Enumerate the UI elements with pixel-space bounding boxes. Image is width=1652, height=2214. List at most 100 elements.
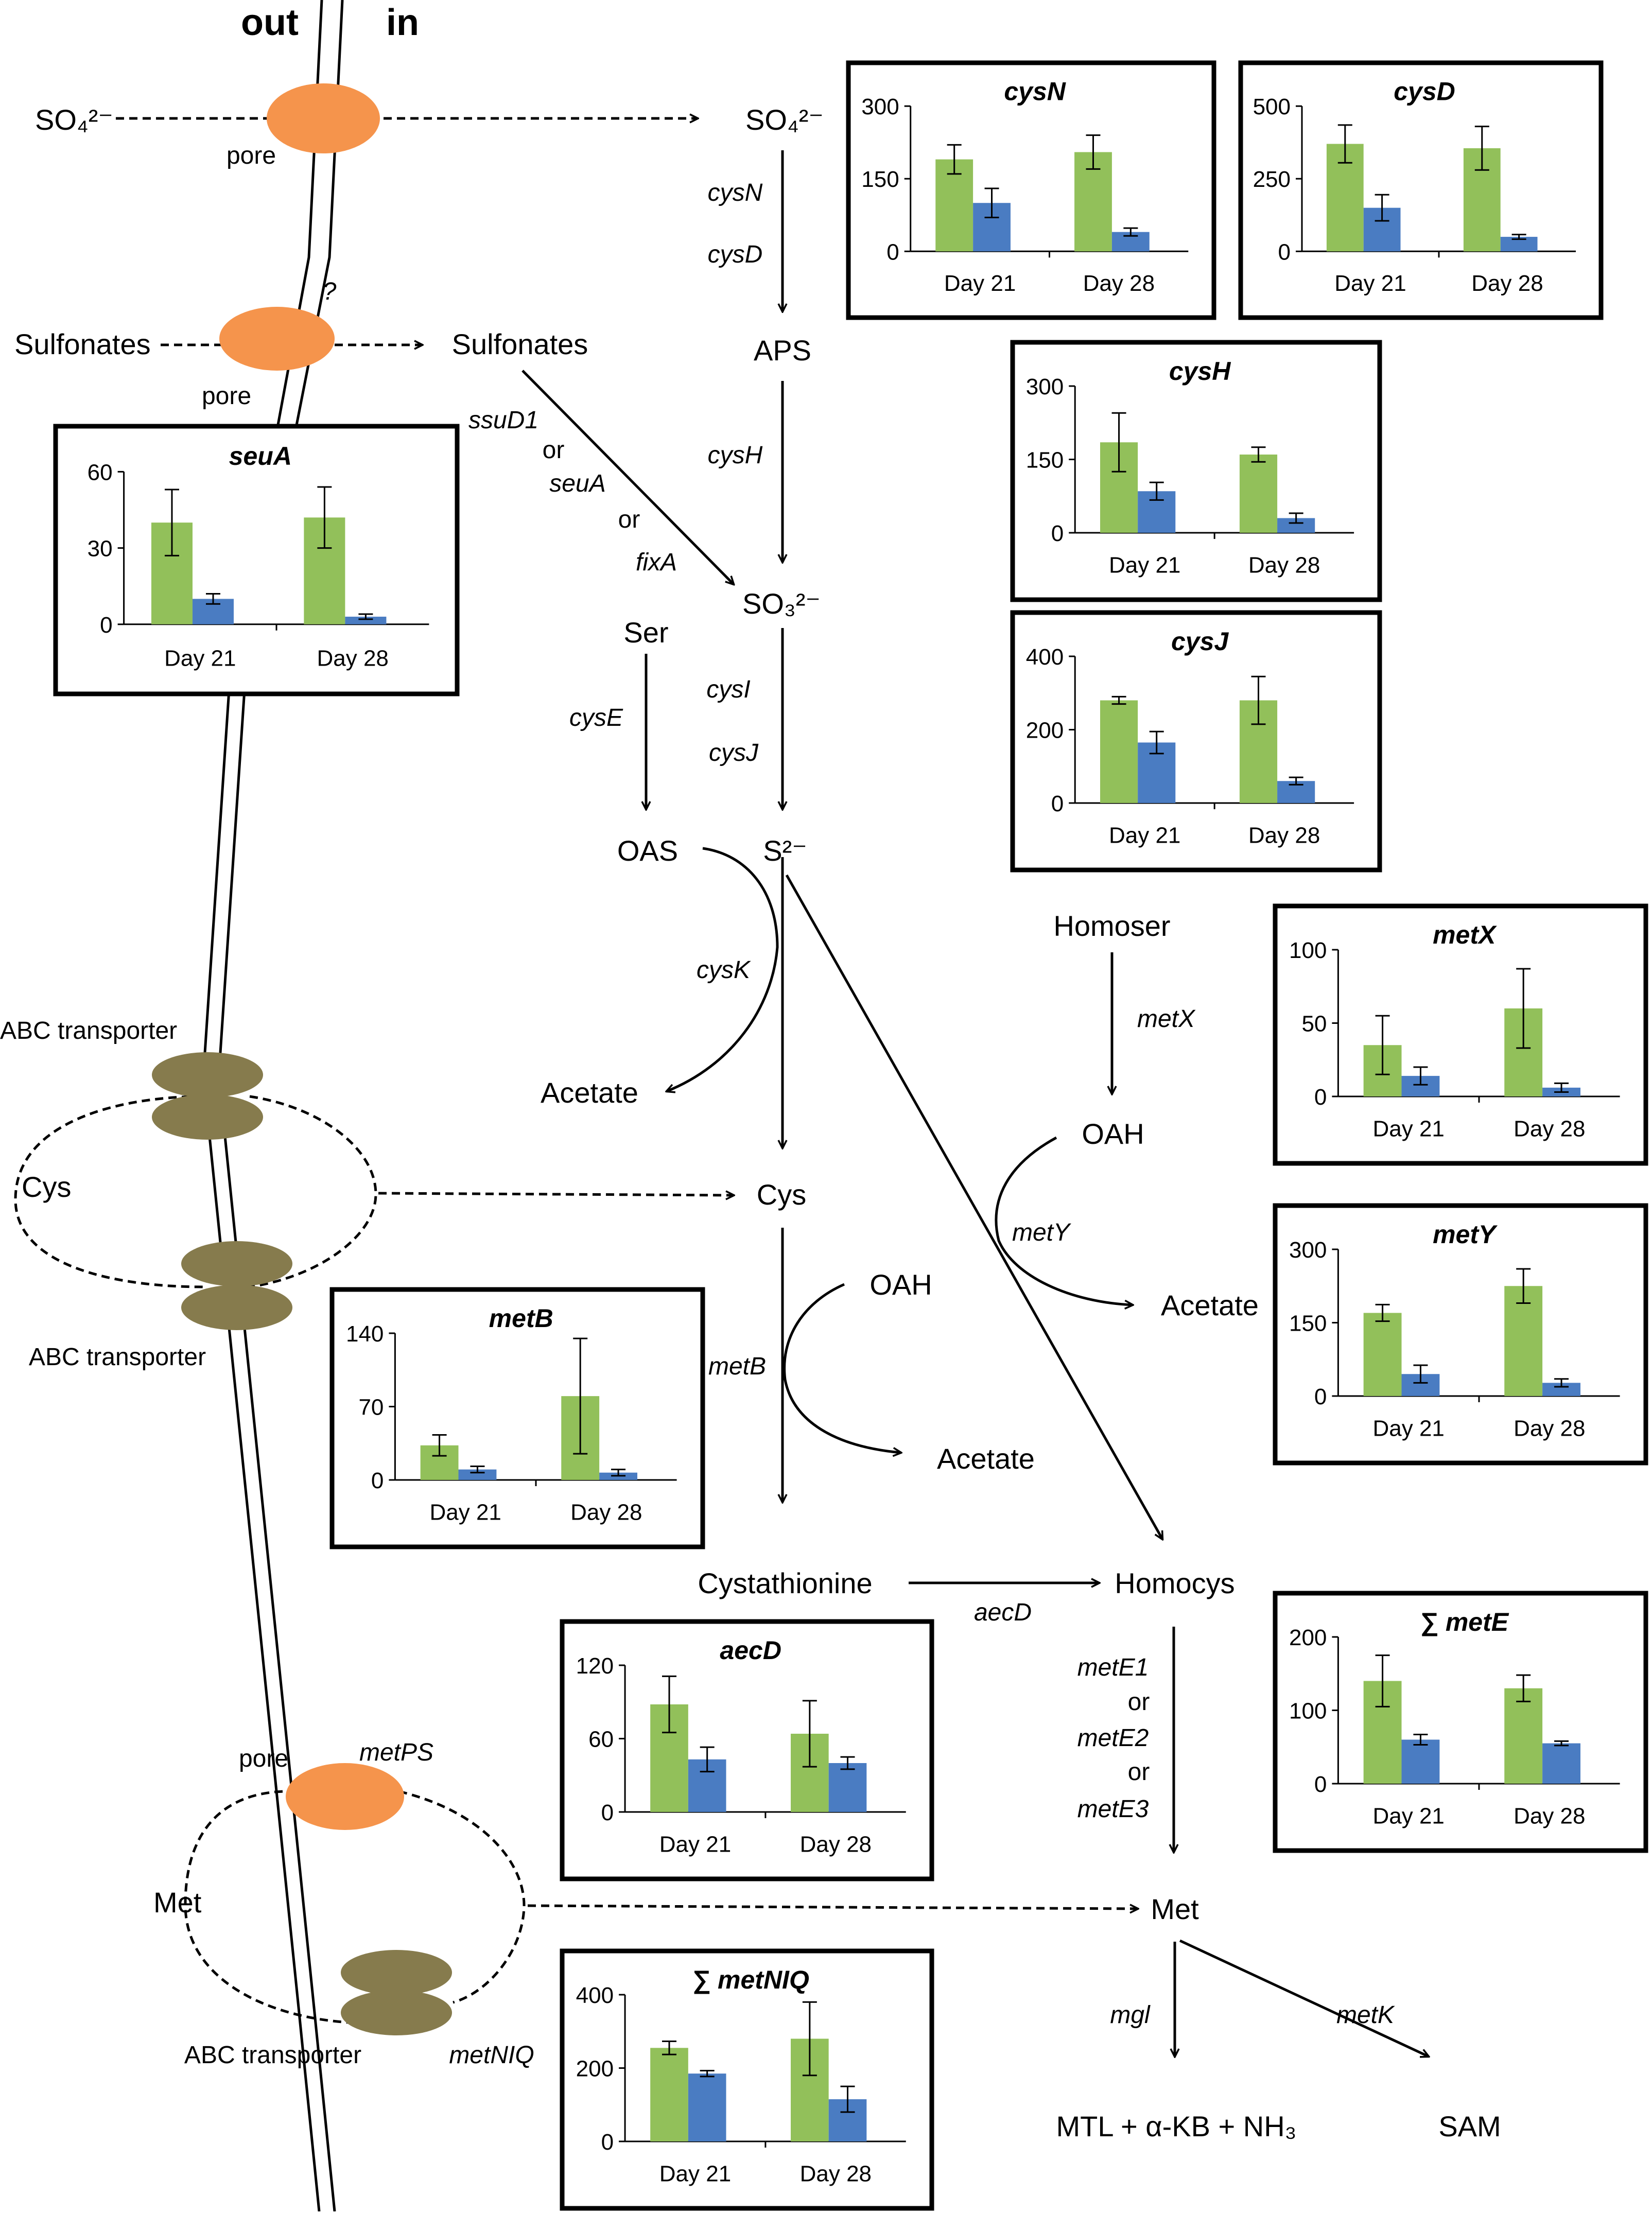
pore-label-2: pore [202, 382, 251, 410]
y-tick-label: 100 [1289, 938, 1327, 963]
x-tick-label: Day 28 [1248, 553, 1320, 578]
metb-enzyme: metB [708, 1353, 766, 1380]
chart-title: metB [489, 1304, 553, 1333]
x-tick-label: Day 21 [659, 1832, 731, 1857]
aps-label: APS [754, 334, 811, 367]
x-tick-label: Day 28 [1083, 271, 1155, 296]
chart-frame [1010, 610, 1382, 873]
s2-label: S²⁻ [763, 834, 807, 867]
chart-frame [1273, 1591, 1648, 1853]
pathway-arrows [521, 150, 1429, 2056]
acetate-label-3: Acetate [937, 1442, 1035, 1475]
y-tick-label: 0 [601, 2130, 614, 2155]
y-tick-label: 0 [1051, 791, 1064, 816]
ser-label: Ser [623, 616, 668, 649]
bar [1100, 700, 1138, 803]
sulfonates-in-label: Sulfonates [452, 328, 588, 360]
y-tick-label: 120 [576, 1653, 614, 1679]
x-tick-label: Day 21 [1109, 553, 1180, 578]
bar [458, 1469, 497, 1480]
seua-enzyme: seuA [549, 470, 605, 497]
y-tick-label: 200 [1289, 1625, 1327, 1650]
y-tick-label: 300 [1289, 1237, 1327, 1263]
y-tick-label: 0 [1051, 521, 1064, 546]
oah-label-2: OAH [870, 1268, 932, 1301]
chart-frame [560, 1948, 934, 2211]
cell-membrane [202, 0, 344, 2212]
abc-label-3: ABC transporter [184, 2042, 361, 2069]
chart-title: cysN [1004, 77, 1066, 106]
acetate-label-1: Acetate [541, 1076, 638, 1109]
mety-enzyme: metY [1012, 1219, 1071, 1246]
cyse-enzyme: cysE [569, 704, 623, 731]
bar [1239, 455, 1278, 533]
x-tick-label: Day 28 [1471, 271, 1543, 296]
y-tick-label: 200 [1026, 718, 1064, 743]
x-tick-label: Day 21 [429, 1500, 501, 1525]
y-tick-label: 400 [576, 1983, 614, 2008]
y-tick-label: 400 [1026, 644, 1064, 670]
chart-title: aecD [720, 1636, 781, 1665]
so4-in-label: SO₄²⁻ [745, 103, 824, 136]
mete3-enzyme: metE3 [1077, 1795, 1149, 1823]
x-tick-label: Day 28 [1248, 823, 1320, 848]
abc-label-1: ABC transporter [0, 1017, 177, 1044]
abc-transporter-3 [341, 1950, 452, 2035]
chart-title: cysH [1169, 357, 1231, 386]
chart-title: seuA [229, 442, 292, 470]
x-tick-label: Day 21 [1109, 823, 1180, 848]
oah-label-1: OAH [1082, 1118, 1144, 1150]
metps-label: metPS [359, 1739, 433, 1766]
x-tick-label: Day 28 [1514, 1117, 1585, 1142]
cysi-enzyme: cysI [706, 676, 750, 703]
y-tick-label: 0 [1278, 239, 1291, 265]
y-tick-label: 100 [1289, 1699, 1327, 1724]
chart-frame [53, 424, 460, 696]
or-4: or [1128, 1758, 1150, 1786]
pore-label-1: pore [227, 142, 276, 169]
y-tick-label: 300 [1026, 374, 1064, 399]
sulfate-pore [267, 83, 380, 153]
y-tick-label: 150 [1289, 1311, 1327, 1336]
x-tick-label: Day 21 [944, 271, 1016, 296]
abc-transporter-2 [181, 1241, 292, 1330]
mgl-enzyme: mgl [1110, 2001, 1151, 2029]
y-tick-label: 250 [1253, 167, 1291, 192]
chart-title: ∑ metE [1420, 1608, 1509, 1636]
so3-label: SO₃²⁻ [742, 587, 821, 620]
y-tick-label: 0 [1314, 1772, 1327, 1797]
bar [1504, 1286, 1543, 1396]
acetate-label-2: Acetate [1161, 1289, 1259, 1321]
cystathionine-label: Cystathionine [698, 1567, 872, 1599]
x-tick-label: Day 21 [164, 646, 236, 671]
met-transport: pore metPS Met ABC transporter metNIQ [153, 1739, 1138, 2069]
cysn-enzyme: cysN [708, 179, 763, 206]
x-tick-label: Day 21 [1334, 271, 1406, 296]
x-tick-label: Day 28 [800, 1832, 872, 1857]
cys-out-label: Cys [22, 1171, 71, 1203]
chart-frame [329, 1287, 705, 1549]
chart-title: cysJ [1171, 627, 1229, 656]
chart-frame [1273, 903, 1648, 1166]
y-tick-label: 60 [588, 1727, 614, 1752]
bar [1401, 1739, 1440, 1784]
bar [650, 2048, 688, 2141]
x-tick-label: Day 21 [1372, 1804, 1444, 1829]
bar [935, 159, 973, 252]
x-tick-label: Day 21 [1372, 1117, 1444, 1142]
or-2: or [618, 506, 640, 533]
or-3: or [1128, 1688, 1150, 1716]
bar [1363, 1313, 1402, 1396]
met-pore [286, 1763, 404, 1830]
ssud1-enzyme: ssuD1 [468, 407, 538, 434]
homoser-label: Homoser [1053, 910, 1170, 942]
fixa-enzyme: fixA [636, 549, 677, 576]
chart-title: ∑ metNIQ [692, 1965, 809, 1994]
